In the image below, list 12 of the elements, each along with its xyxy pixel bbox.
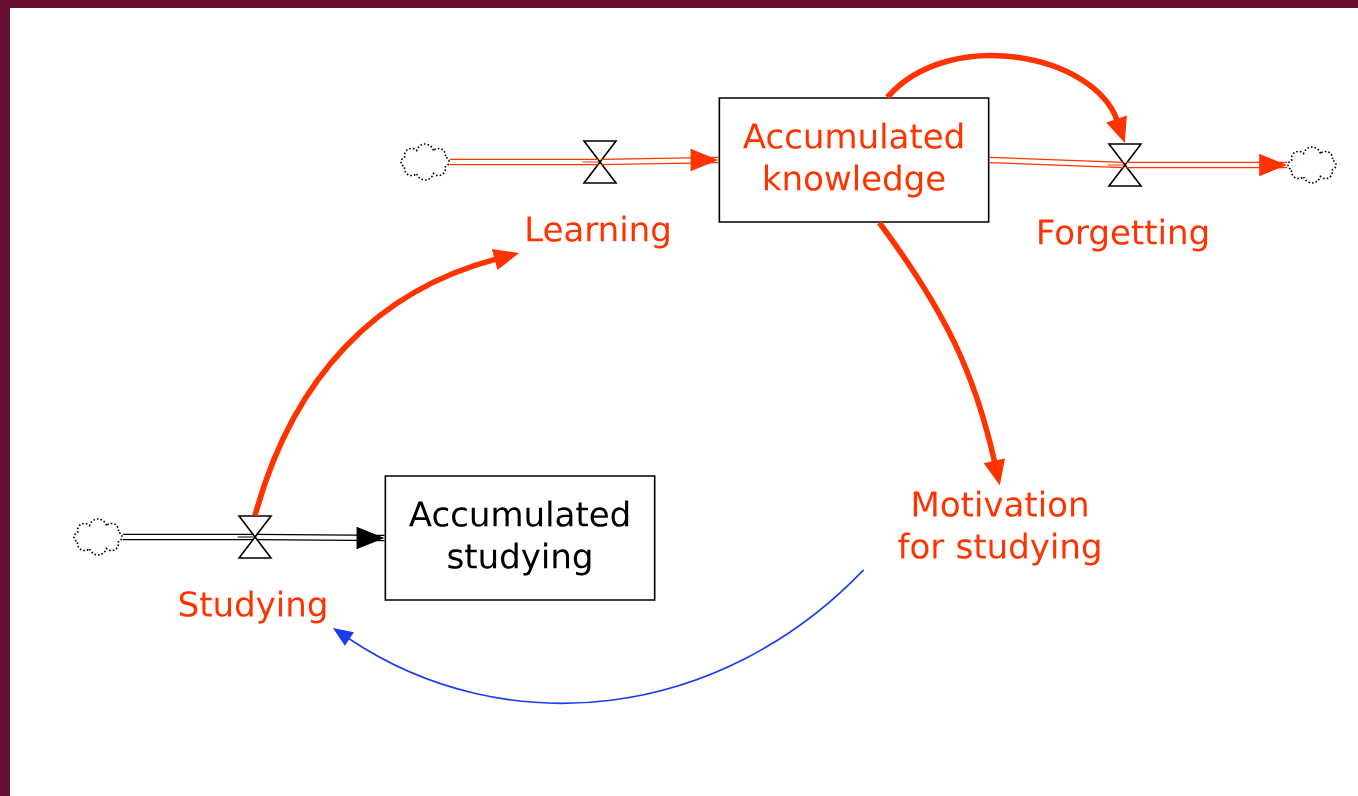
- flow-label: Forgetting: [1039, 218, 1208, 252]
- stock-box: Accumulated knowledge: [718, 97, 990, 223]
- flow-pipe: [988, 156, 1125, 169]
- cloud-symbol: [400, 143, 450, 181]
- cloud-symbol: [1287, 146, 1337, 184]
- stock-box: Accumulated studying: [384, 475, 656, 601]
- flow-pipe: [449, 158, 600, 166]
- flow-label: Studying: [179, 590, 326, 624]
- flow-label: Learning: [527, 215, 669, 249]
- variable-label: Motivation for studying: [898, 490, 1100, 566]
- flow-pipe: [122, 533, 255, 541]
- cloud-symbol: [73, 518, 123, 556]
